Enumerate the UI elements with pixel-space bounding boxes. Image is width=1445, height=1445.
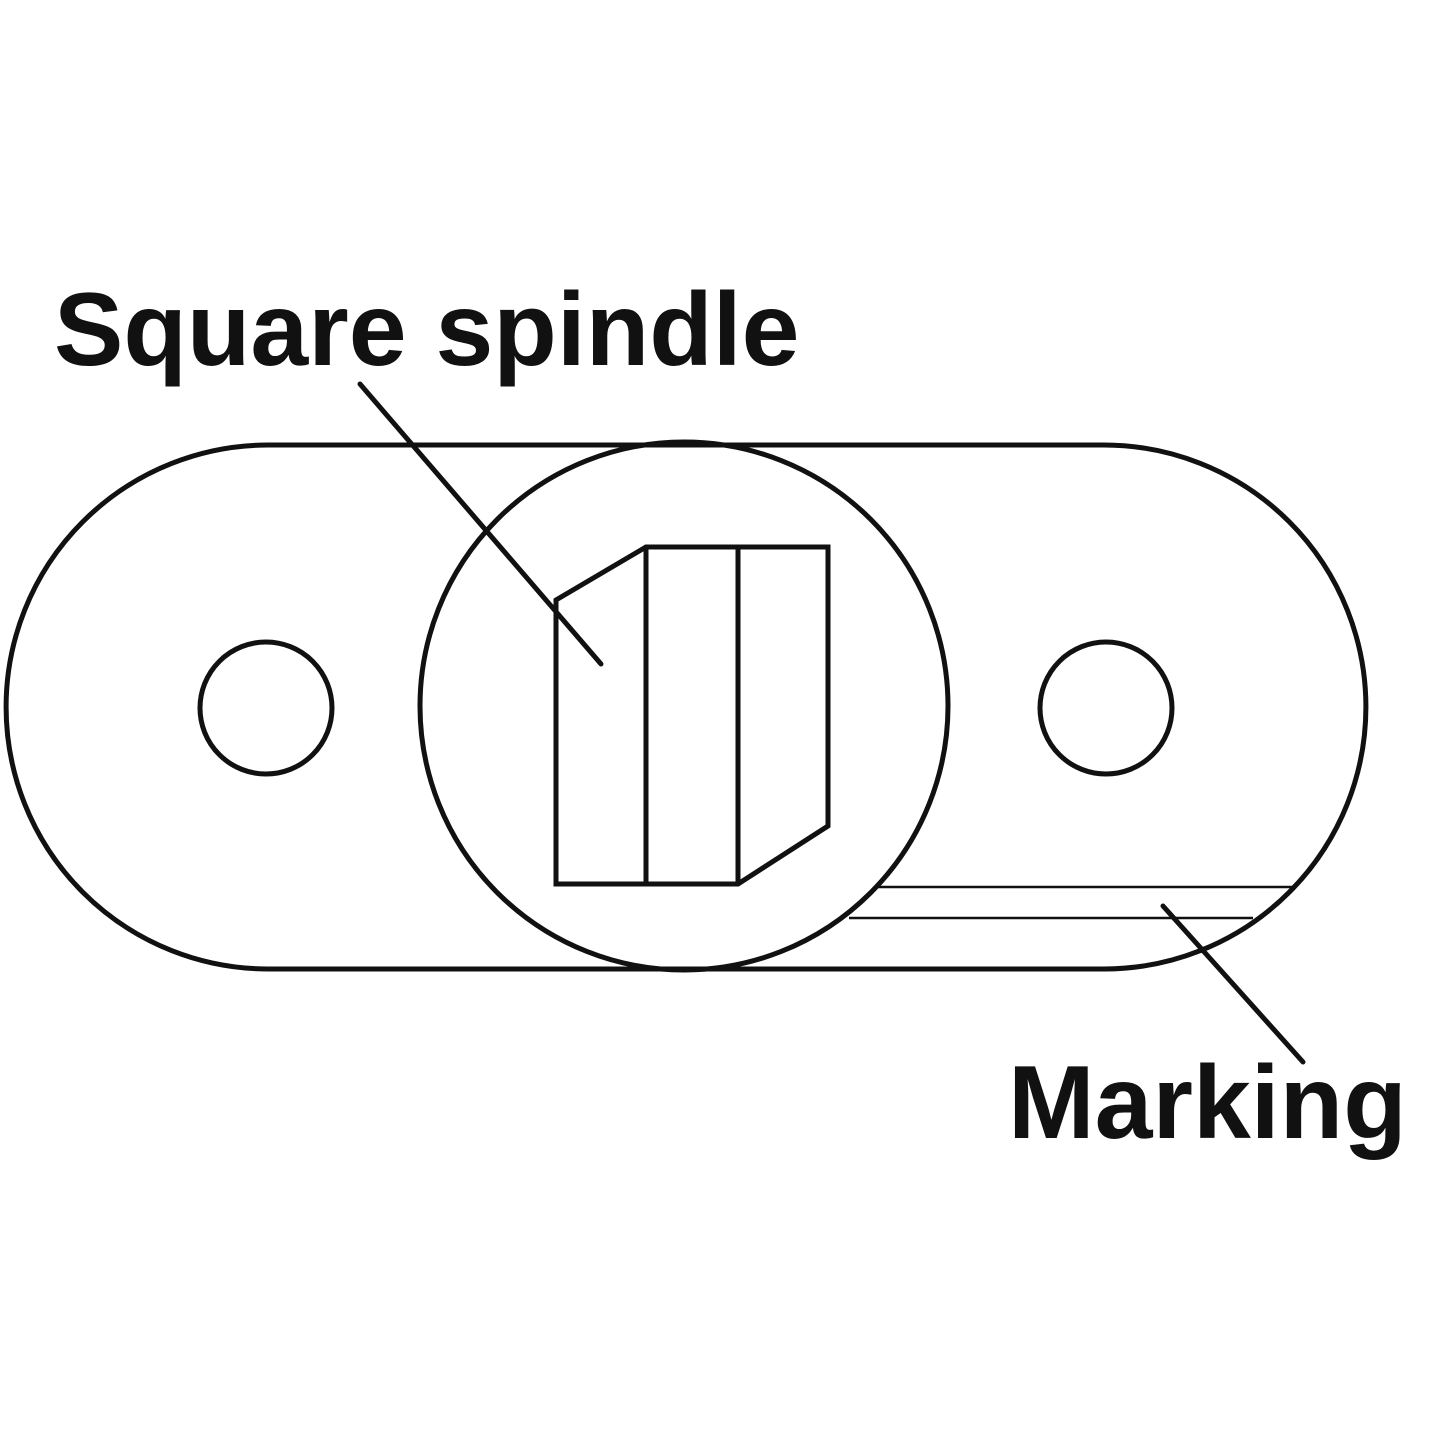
square-spindle-label: Square spindle bbox=[54, 272, 800, 388]
left-screw-hole bbox=[197, 639, 335, 777]
center-rose bbox=[417, 439, 951, 973]
plate-outline bbox=[3, 442, 1369, 972]
square-spindle-leader bbox=[357, 381, 604, 667]
marking-lines bbox=[849, 885, 1295, 920]
right-screw-hole bbox=[1037, 639, 1175, 777]
marking-label: Marking bbox=[1008, 1045, 1407, 1161]
square-spindle bbox=[553, 544, 831, 887]
marking-leader bbox=[1160, 903, 1306, 1065]
